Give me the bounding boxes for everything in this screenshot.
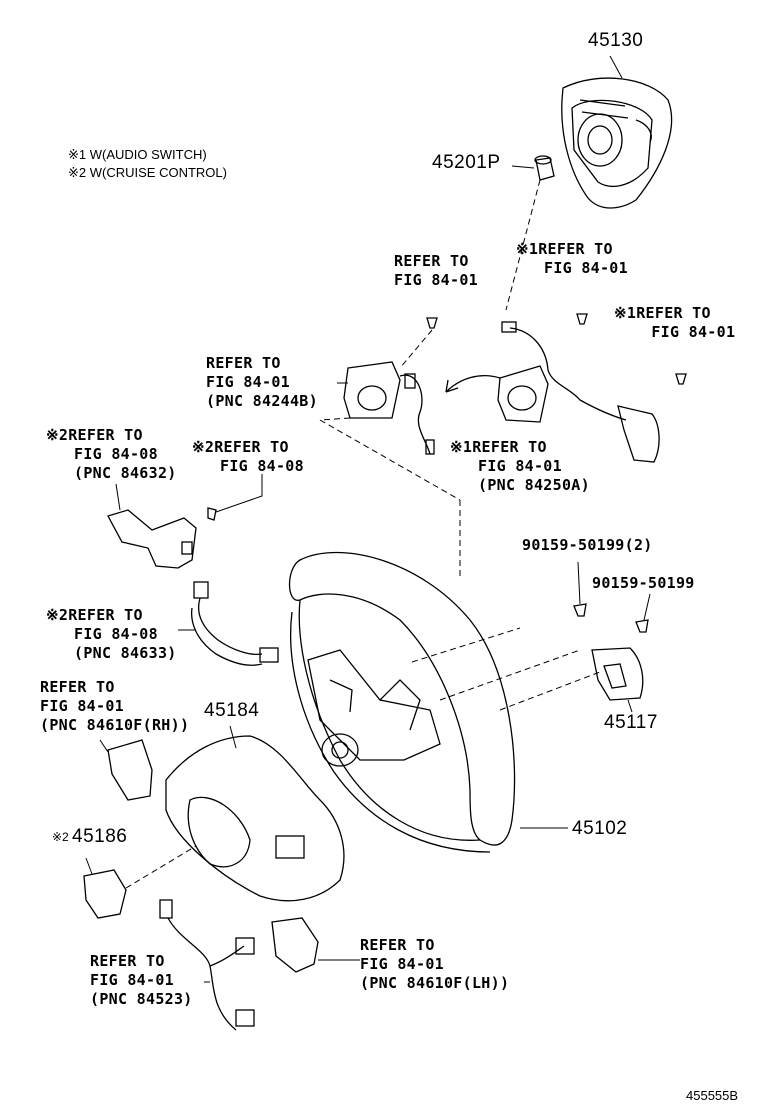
bolt-qty-2: 90159-50199(2) (522, 536, 653, 554)
ref-line: FIG 84-01 (360, 955, 444, 973)
part-45117: 45117 (604, 712, 658, 733)
bolts (573, 561, 651, 633)
ref-fig-84-01-a: REFER TO FIG 84-01 (394, 252, 478, 290)
diagram-reference-code: 455555B (686, 1088, 739, 1103)
ref-pnc-84250a: ※1REFER TO FIG 84-01 (PNC 84250A) (450, 438, 590, 495)
ref-pnc-84633: ※2REFER TO FIG 84-08 (PNC 84633) (46, 606, 177, 663)
ref-line: (PNC 84610F(RH)) (40, 716, 190, 734)
clock-spring-left (337, 317, 438, 455)
ref-line: FIG 84-08 (192, 457, 304, 475)
part-45201p: 45201P (432, 152, 501, 173)
part-45186-mark: ※2 (52, 830, 69, 844)
switch-rh (99, 739, 153, 801)
ref-line: ※2REFER TO (46, 606, 143, 624)
ref-line: REFER TO (90, 952, 165, 970)
note-audio-switch: ※1 W(AUDIO SWITCH) (68, 147, 207, 162)
harness-84523 (159, 899, 255, 1031)
ref-line: ※1REFER TO (614, 304, 711, 322)
nut-45201p (511, 155, 555, 181)
cruise-switch-84632 (107, 474, 263, 569)
part-45130: 45130 (588, 30, 644, 51)
cruise-harness-84633 (178, 581, 279, 666)
ref-line: FIG 84-01 (90, 971, 174, 989)
ref-line: (PNC 84632) (46, 464, 177, 482)
part-45184: 45184 (204, 700, 260, 721)
ref-line: (PNC 84244B) (206, 392, 318, 410)
ref-line: FIG 84-01 (40, 697, 124, 715)
ref-line: FIG 84-01 (450, 457, 562, 475)
ref-pnc-84523: REFER TO FIG 84-01 (PNC 84523) (90, 952, 193, 1009)
ref-line: ※1REFER TO (516, 240, 613, 258)
ref-line: (PNC 84250A) (450, 476, 590, 494)
ref-line: REFER TO (394, 252, 469, 270)
note-cruise-control: ※2 W(CRUISE CONTROL) (68, 165, 227, 180)
switch-lh (271, 917, 360, 973)
bolt-qty-1: 90159-50199 (592, 574, 695, 592)
ref-line: (PNC 84523) (90, 990, 193, 1008)
ref-line: FIG 84-01 (516, 259, 628, 277)
ref-fig-84-01-b: ※1REFER TO FIG 84-01 (516, 240, 628, 278)
ref-line: ※2REFER TO (46, 426, 143, 444)
ref-line: FIG 84-01 (206, 373, 290, 391)
ref-line: REFER TO (206, 354, 281, 372)
ref-line: REFER TO (40, 678, 115, 696)
ref-pnc-84610f-rh: REFER TO FIG 84-01 (PNC 84610F(RH)) (40, 678, 189, 735)
ref-line: ※1REFER TO (450, 438, 547, 456)
ref-line: REFER TO (360, 936, 435, 954)
ref-line: (PNC 84633) (46, 644, 177, 662)
lower-cover-45184 (165, 725, 345, 902)
bracket-45186 (83, 845, 197, 919)
ref-pnc-84632: ※2REFER TO FIG 84-08 (PNC 84632) (46, 426, 177, 483)
ref-line: FIG 84-01 (614, 323, 736, 341)
cover-45117 (591, 647, 644, 713)
ref-pnc-84244b: REFER TO FIG 84-01 (PNC 84244B) (206, 354, 318, 411)
ref-line: (PNC 84610F(LH)) (360, 974, 510, 992)
ref-line: ※2REFER TO (192, 438, 289, 456)
ref-fig-84-08: ※2REFER TO FIG 84-08 (192, 438, 304, 476)
part-45102: 45102 (572, 818, 628, 839)
ref-line: FIG 84-08 (46, 445, 158, 463)
airbag-module-45130 (561, 55, 673, 209)
ref-line: FIG 84-08 (46, 625, 158, 643)
ref-fig-84-01-c: ※1REFER TO FIG 84-01 (614, 304, 735, 342)
ref-line: FIG 84-01 (394, 271, 478, 289)
ref-pnc-84610f-lh: REFER TO FIG 84-01 (PNC 84610F(LH)) (360, 936, 509, 993)
part-45186: 45186 (72, 826, 128, 847)
audio-switch-harness (497, 313, 687, 463)
steering-wheel-45102 (288, 551, 568, 853)
